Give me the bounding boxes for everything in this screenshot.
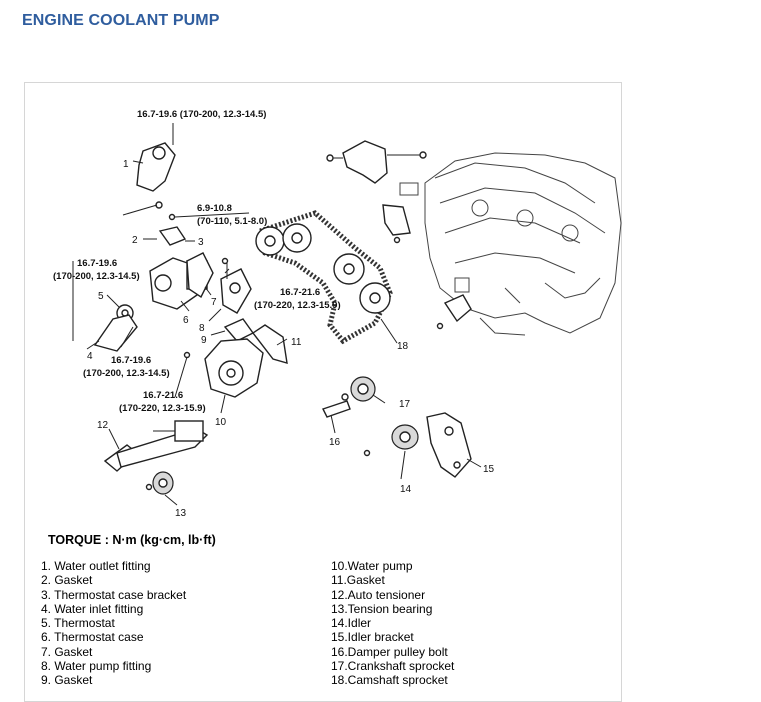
legend-item: 6. Thermostat case xyxy=(41,630,144,645)
legend-item: 7. Gasket xyxy=(41,644,93,659)
callout-13: 13 xyxy=(175,508,187,519)
water-inlet-fitting-drawing xyxy=(72,261,138,352)
lower-mount-drawing xyxy=(436,294,472,330)
torque-spec-4-line1: 16.7-21.6 xyxy=(280,287,320,298)
torque-title: TORQUE : N·m (kg·cm, lb·ft) xyxy=(48,533,216,547)
legend-item: 9. Gasket xyxy=(41,673,93,688)
legend-item: 11.Gasket xyxy=(331,573,385,588)
callout-16: 16 xyxy=(329,437,341,448)
callout-4: 4 xyxy=(87,351,93,362)
exploded-view-card: 16.7-19.6 (170-200, 12.3-14.5) 6.9-10.8 … xyxy=(24,82,622,702)
idler-drawing xyxy=(363,424,419,457)
torque-spec-6-line2: (170-220, 12.3-15.9) xyxy=(119,403,206,414)
idler-bracket-drawing xyxy=(426,412,472,478)
callout-8: 8 xyxy=(199,323,205,334)
legend-item: 13.Tension bearing xyxy=(331,601,433,616)
thermostat-case-bracket-drawing xyxy=(158,213,187,246)
callout-17: 17 xyxy=(399,399,411,410)
torque-spec-6-line1: 16.7-21.6 xyxy=(143,390,183,401)
gasket-9-drawing xyxy=(223,318,255,342)
engine-block-drawing xyxy=(399,152,622,336)
callout-12: 12 xyxy=(97,420,109,431)
callout-10: 10 xyxy=(215,417,227,428)
legend-item: 3. Thermostat case bracket xyxy=(41,587,187,602)
leader-lines xyxy=(86,160,482,506)
water-pump-fitting-drawing xyxy=(220,257,252,314)
legend-item: 15.Idler bracket xyxy=(331,630,414,645)
callout-5: 5 xyxy=(98,291,104,302)
torque-spec-3-line1: 16.7-19.6 xyxy=(77,258,117,269)
torque-spec-4-line2: (170-220, 12.3-15.9) xyxy=(254,300,341,311)
page-title: ENGINE COOLANT PUMP xyxy=(22,12,220,29)
gasket-7-drawing xyxy=(186,252,214,299)
upper-bracket xyxy=(326,140,427,184)
legend-item: 17.Crankshaft sprocket xyxy=(331,659,455,674)
parts-legend-left: 1. Water outlet fitting 2. Gasket 3. The… xyxy=(41,559,186,688)
legend-item: 16.Damper pulley bolt xyxy=(331,644,448,659)
callout-2: 2 xyxy=(132,235,138,246)
timing-belt-drawing xyxy=(255,210,393,345)
legend-item: 4. Water inlet fitting xyxy=(41,601,144,616)
parts-legend-right: 10.Water pump 11.Gasket 12.Auto tensione… xyxy=(331,559,454,688)
callout-18: 18 xyxy=(397,341,409,352)
callout-14: 14 xyxy=(400,484,412,495)
legend-item: 8. Water pump fitting xyxy=(41,659,152,674)
exploded-view-diagram: 16.7-19.6 (170-200, 12.3-14.5) 6.9-10.8 … xyxy=(53,109,622,519)
callout-9: 9 xyxy=(201,335,207,346)
callout-1: 1 xyxy=(123,159,129,170)
legend-item: 18.Camshaft sprocket xyxy=(331,673,448,688)
legend-item: 5. Thermostat xyxy=(41,616,115,631)
water-pump-drawing xyxy=(183,338,264,398)
legend-item: 14.Idler xyxy=(331,616,372,631)
callout-7: 7 xyxy=(211,297,217,308)
torque-spec-3-line2: (170-200, 12.3-14.5) xyxy=(53,271,140,282)
callout-15: 15 xyxy=(483,464,495,475)
legend-item: 2. Gasket xyxy=(41,573,93,588)
damper-pulley-bolt-drawing xyxy=(322,400,351,418)
torque-spec-1: 16.7-19.6 (170-200, 12.3-14.5) xyxy=(137,109,266,120)
crankshaft-sprocket-drawing xyxy=(341,376,376,402)
callout-11: 11 xyxy=(291,337,302,348)
side-bracket xyxy=(382,204,411,244)
tension-bearing-drawing xyxy=(145,471,174,495)
auto-tensioner-drawing xyxy=(103,420,209,472)
water-outlet-fitting-drawing xyxy=(136,123,176,209)
legend-item: 12.Auto tensioner xyxy=(331,587,426,602)
torque-spec-2-line2: (70-110, 5.1-8.0) xyxy=(197,216,267,227)
legend-item: 1. Water outlet fitting xyxy=(41,559,151,573)
torque-spec-5-line2: (170-200, 12.3-14.5) xyxy=(83,368,170,379)
torque-spec-5-line1: 16.7-19.6 xyxy=(111,355,151,366)
callout-3: 3 xyxy=(198,237,204,248)
callout-6: 6 xyxy=(183,315,189,326)
gasket-11-drawing xyxy=(251,324,288,364)
torque-spec-2-line1: 6.9-10.8 xyxy=(197,203,232,214)
legend-item: 10.Water pump xyxy=(331,559,413,573)
